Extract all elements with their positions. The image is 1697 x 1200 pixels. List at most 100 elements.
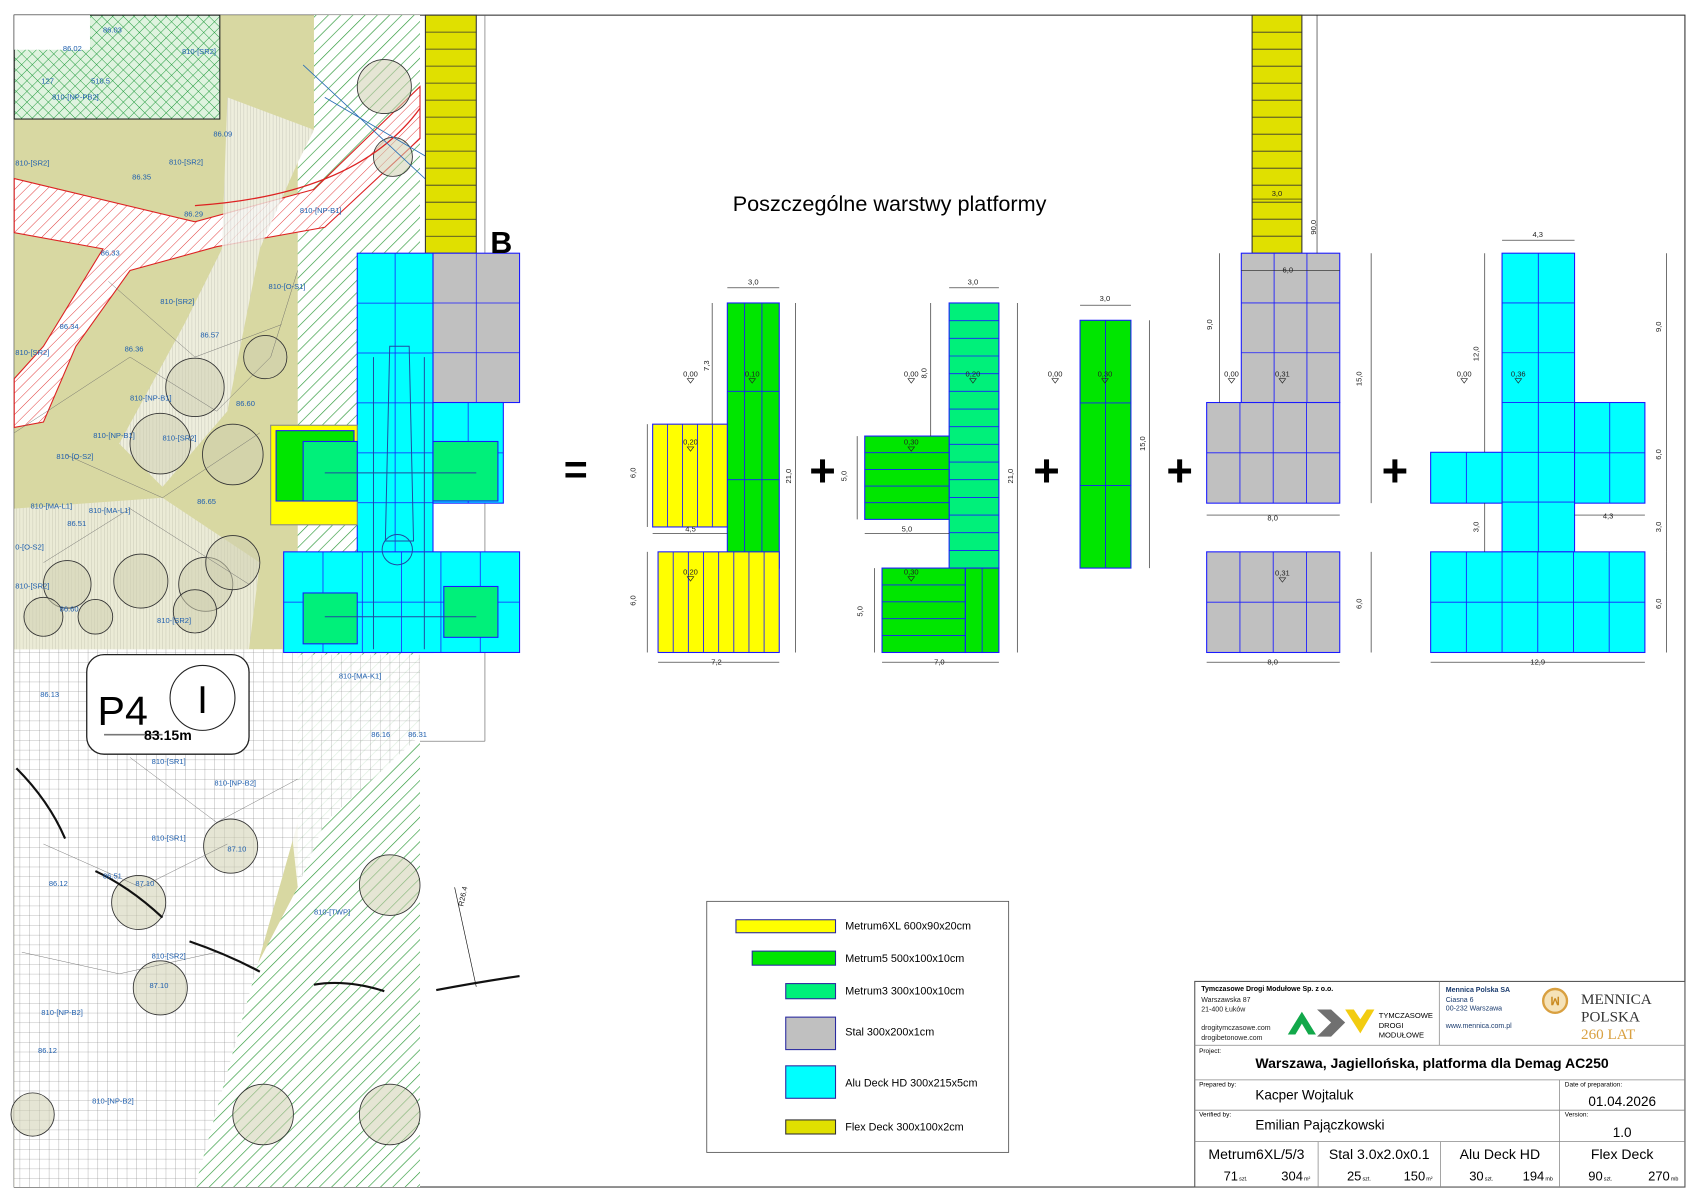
summary-count: 71 <box>1224 1169 1238 1184</box>
crane-turntable <box>381 534 413 566</box>
level-marker: 0,00 <box>1224 370 1239 379</box>
dimension-label: 15,0 <box>1138 436 1147 451</box>
plus-operator: + <box>1033 445 1060 496</box>
dimension-label: 6,0 <box>1283 266 1294 275</box>
map-label: 810-[O-S1] <box>269 282 306 291</box>
dimension-label: 12,0 <box>1471 346 1480 361</box>
plate-alu-deck <box>1574 401 1646 504</box>
map-label: 86.35 <box>132 173 151 182</box>
dimension-label: 12,9 <box>1530 657 1545 666</box>
plate-metrum3 <box>948 302 1000 569</box>
arc-line <box>313 981 385 993</box>
level-marker: 0,30 <box>904 438 919 447</box>
red-curve <box>194 107 421 207</box>
svg-text:ꟽ: ꟽ <box>1550 996 1559 1008</box>
company-street: Warszawska 87 <box>1201 997 1250 1004</box>
summary-count-unit: szt. <box>1485 1177 1494 1183</box>
map-label: 0-[O-S2] <box>15 543 44 552</box>
plate-metrum5 <box>964 567 1000 654</box>
crane-outrigger-pad <box>302 440 358 502</box>
version-value: 1.0 <box>1613 1125 1632 1140</box>
crane-flex-deck <box>424 14 477 254</box>
map-label: 810-[NP-B1] <box>130 393 172 402</box>
tree-icon <box>358 1083 421 1146</box>
level-marker: 0,00 <box>1457 370 1472 379</box>
map-label: 86.09 <box>213 129 232 138</box>
map-label: 810-[SR2] <box>169 157 203 166</box>
plate-alu-deck <box>1430 551 1646 654</box>
level-triangle-icon <box>907 576 916 582</box>
level-triangle-icon <box>1227 378 1236 384</box>
arc-line <box>15 767 67 840</box>
dimension-label: 90,0 <box>1309 220 1318 235</box>
tree-icon <box>205 535 261 591</box>
plate-metrum5 <box>726 302 780 569</box>
map-label: 87.10 <box>135 879 154 888</box>
level-triangle-icon <box>686 576 695 582</box>
map-label: 810-[SR2] <box>15 582 49 591</box>
plate-alu-deck <box>1430 451 1503 504</box>
plus-operator: + <box>1166 445 1193 496</box>
radius-line <box>454 887 477 987</box>
map-label: 86.29 <box>184 209 203 218</box>
plus-operator: + <box>809 445 836 496</box>
map-label: 810-[NP-B2] <box>92 1097 134 1106</box>
tree-icon <box>243 335 288 380</box>
plate-flex-deck <box>1251 14 1303 254</box>
dimension-label: 15,0 <box>1354 371 1363 386</box>
plate-metrum5 <box>1079 319 1132 569</box>
dimension-lines <box>646 15 1667 663</box>
map-label: 86.12 <box>49 879 68 888</box>
map-label: 810-[NP-B1] <box>93 431 135 440</box>
white-patch <box>14 15 90 50</box>
level-triangle-icon <box>1101 378 1109 384</box>
map-label: 86.57 <box>200 331 219 340</box>
map-label: 87.10 <box>227 845 246 854</box>
summary-amount: 270 <box>1648 1169 1670 1184</box>
sign-circle <box>169 664 236 731</box>
map-label: 86.31 <box>408 730 427 739</box>
company-web-1: drogitymczasowe.com <box>1201 1025 1271 1032</box>
dimension-label: 3,0 <box>1654 522 1663 533</box>
tree-icon <box>23 596 64 637</box>
prepared-by: Kacper Wojtaluk <box>1255 1087 1353 1102</box>
tree-icon <box>129 412 192 475</box>
map-label: 810-[NP-B2] <box>41 1008 83 1017</box>
client-city: 00-232 Warszawa <box>1446 1006 1502 1013</box>
dimension-label: 9,0 <box>1205 319 1214 330</box>
map-label: 810-[MA-L1] <box>30 502 72 511</box>
dimension-label: 8,0 <box>1267 513 1278 522</box>
map-label: 810-[NP-B1] <box>300 206 342 215</box>
arc-line <box>436 974 520 992</box>
company-logo: TYMCZASOWE DROGI MODUŁOWE <box>1287 1009 1433 1040</box>
map-label: 86.60 <box>60 604 79 613</box>
tree-icon <box>373 136 413 177</box>
dimension-label: 7,2 <box>711 657 722 666</box>
client-logo: ꟽ MENNICA POLSKA 260 LAT <box>1541 987 1652 1043</box>
map-label: 810-[SR2] <box>15 348 49 357</box>
level-marker: 0,20 <box>966 370 981 379</box>
dimension-label: 5,0 <box>902 524 913 533</box>
legend-label: Stal 300x200x1cm <box>845 1027 934 1039</box>
logo-line: MODUŁOWE <box>1379 1031 1424 1040</box>
dimension-label: 4,3 <box>1603 511 1614 520</box>
legend-label: Metrum6XL 600x90x20cm <box>845 920 971 932</box>
dimension-label: 5,0 <box>839 471 848 482</box>
sign-roman: I <box>197 679 208 722</box>
map-label: 86.02 <box>63 44 82 53</box>
crane-outrigger-pad <box>443 585 499 638</box>
sign-elevation: 83.15m <box>144 727 192 743</box>
legend-swatch <box>785 1016 837 1051</box>
level-triangle-icon <box>969 378 977 384</box>
date-value: 01.04.2026 <box>1588 1094 1656 1109</box>
level-marker: 0,00 <box>1048 370 1063 379</box>
arc-line <box>189 940 261 973</box>
survey-lines <box>14 270 298 975</box>
dimension-label: 21,0 <box>784 469 793 484</box>
summary-item-name: Stal 3.0x2.0x0.1 <box>1329 1146 1430 1162</box>
tree-icon <box>358 854 421 916</box>
